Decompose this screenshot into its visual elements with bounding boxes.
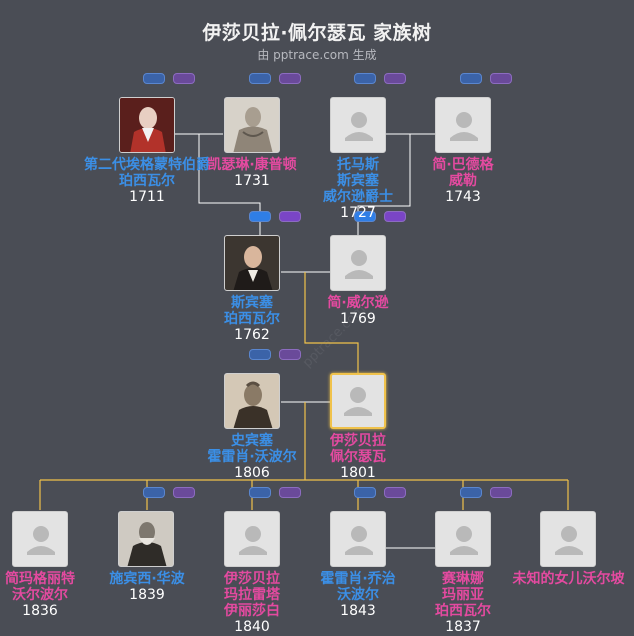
person-name[interactable]: 凯瑟琳·康普顿 <box>207 157 297 173</box>
tag-male[interactable] <box>460 487 482 498</box>
person-silhouette-icon <box>345 250 373 279</box>
tag-male[interactable] <box>460 73 482 84</box>
person-name[interactable]: 沃波尔 <box>337 587 379 603</box>
tag-male[interactable] <box>249 73 271 84</box>
person-silhouette-icon <box>450 526 478 555</box>
person-name[interactable]: 简·巴德格 <box>432 157 494 173</box>
person-name[interactable]: 赛琳娜 <box>442 571 484 587</box>
person-silhouette-icon <box>345 526 373 555</box>
placeholder-avatar-thomas-wilson[interactable] <box>330 97 386 153</box>
person-name[interactable]: 霍雷肖·乔治 <box>320 571 396 587</box>
person-name[interactable]: 沃尔波尔 <box>12 587 68 603</box>
placeholder-avatar-jane-badger[interactable] <box>435 97 491 153</box>
birth-year: 1769 <box>340 311 376 327</box>
placeholder-avatar-child-4[interactable] <box>330 511 386 567</box>
person-name[interactable]: 佩尔瑟瓦 <box>330 449 386 465</box>
highlight-lines <box>39 272 569 510</box>
person-name[interactable]: 玛拉雷塔 <box>224 587 280 603</box>
person-silhouette-icon <box>27 526 55 555</box>
birth-year: 1840 <box>234 619 270 635</box>
person-name[interactable]: 未知的女儿沃尔坡 <box>512 571 625 587</box>
tag-female[interactable] <box>490 73 512 84</box>
portrait-spencer-walpole[interactable] <box>224 373 280 429</box>
person-name[interactable]: 简玛格丽特 <box>5 571 75 587</box>
person-name[interactable]: 威尔逊爵士 <box>323 189 393 205</box>
person-name[interactable]: 斯宾塞 <box>337 173 379 189</box>
person-name[interactable]: 托马斯 <box>337 157 379 173</box>
portrait-catherine-compton[interactable] <box>224 97 280 153</box>
person-name[interactable]: 史宾塞 <box>231 433 273 449</box>
birth-year: 1839 <box>129 587 165 603</box>
birth-year: 1727 <box>340 205 376 221</box>
birth-year: 1801 <box>340 465 376 481</box>
tag-female[interactable] <box>384 211 406 222</box>
birth-year: 1806 <box>234 465 270 481</box>
birth-year: 1843 <box>340 603 376 619</box>
tag-male[interactable] <box>249 211 271 222</box>
tag-female[interactable] <box>279 349 301 360</box>
person-name[interactable]: 伊莎贝拉 <box>330 433 386 449</box>
tag-female[interactable] <box>490 487 512 498</box>
birth-year: 1836 <box>22 603 58 619</box>
portrait-child-2[interactable] <box>118 511 174 567</box>
person-name[interactable]: 第二代埃格蒙特伯爵 <box>84 157 210 173</box>
person-name[interactable]: 简·威尔逊 <box>327 295 389 311</box>
birth-year: 1837 <box>445 619 481 635</box>
placeholder-avatar-child-6[interactable] <box>540 511 596 567</box>
person-name[interactable]: 玛丽亚 <box>442 587 484 603</box>
person-name[interactable]: 施宾西·华波 <box>109 571 185 587</box>
person-surname[interactable]: 珀西瓦尔 <box>119 173 175 189</box>
tag-male[interactable] <box>143 487 165 498</box>
descent-line-isabella <box>304 272 359 374</box>
placeholder-avatar-isabella-perceval[interactable] <box>330 373 386 429</box>
person-name[interactable]: 伊丽莎白 <box>224 603 280 619</box>
person-silhouette-icon <box>344 387 372 416</box>
tag-female[interactable] <box>384 73 406 84</box>
portrait-spencer-perceval[interactable] <box>224 235 280 291</box>
person-silhouette-icon <box>450 112 478 141</box>
person-name[interactable]: 霍雷肖·沃波尔 <box>207 449 297 465</box>
person-silhouette-icon <box>345 112 373 141</box>
tag-female[interactable] <box>279 73 301 84</box>
tag-female[interactable] <box>279 211 301 222</box>
placeholder-avatar-jane-wilson[interactable] <box>330 235 386 291</box>
birth-year: 1762 <box>234 327 270 343</box>
tag-female[interactable] <box>279 487 301 498</box>
tag-male[interactable] <box>354 487 376 498</box>
tag-female[interactable] <box>173 73 195 84</box>
tag-male[interactable] <box>249 349 271 360</box>
birth-year: 1743 <box>445 189 481 205</box>
birth-year: 1711 <box>129 189 165 205</box>
page-subtitle: 由 pptrace.com 生成 <box>257 48 377 62</box>
person-name[interactable]: 伊莎贝拉 <box>224 571 280 587</box>
person-name[interactable]: 威勒 <box>449 173 477 189</box>
person-name[interactable]: 斯宾塞 <box>231 295 273 311</box>
tag-male[interactable] <box>354 211 376 222</box>
person-silhouette-icon <box>239 526 267 555</box>
person-name[interactable]: 珀西瓦尔 <box>224 311 280 327</box>
person-name[interactable]: 珀西瓦尔 <box>435 603 491 619</box>
portrait-earl-egmont[interactable] <box>119 97 175 153</box>
placeholder-avatar-child-5[interactable] <box>435 511 491 567</box>
placeholder-avatar-child-1[interactable] <box>12 511 68 567</box>
birth-year: 1731 <box>234 173 270 189</box>
page-title: 伊莎贝拉·佩尔瑟瓦 家族树 <box>202 22 432 44</box>
tag-male[interactable] <box>354 73 376 84</box>
person-silhouette-icon <box>555 526 583 555</box>
placeholder-avatar-child-3[interactable] <box>224 511 280 567</box>
tag-female[interactable] <box>384 487 406 498</box>
tag-female[interactable] <box>173 487 195 498</box>
tag-male[interactable] <box>249 487 271 498</box>
tag-male[interactable] <box>143 73 165 84</box>
